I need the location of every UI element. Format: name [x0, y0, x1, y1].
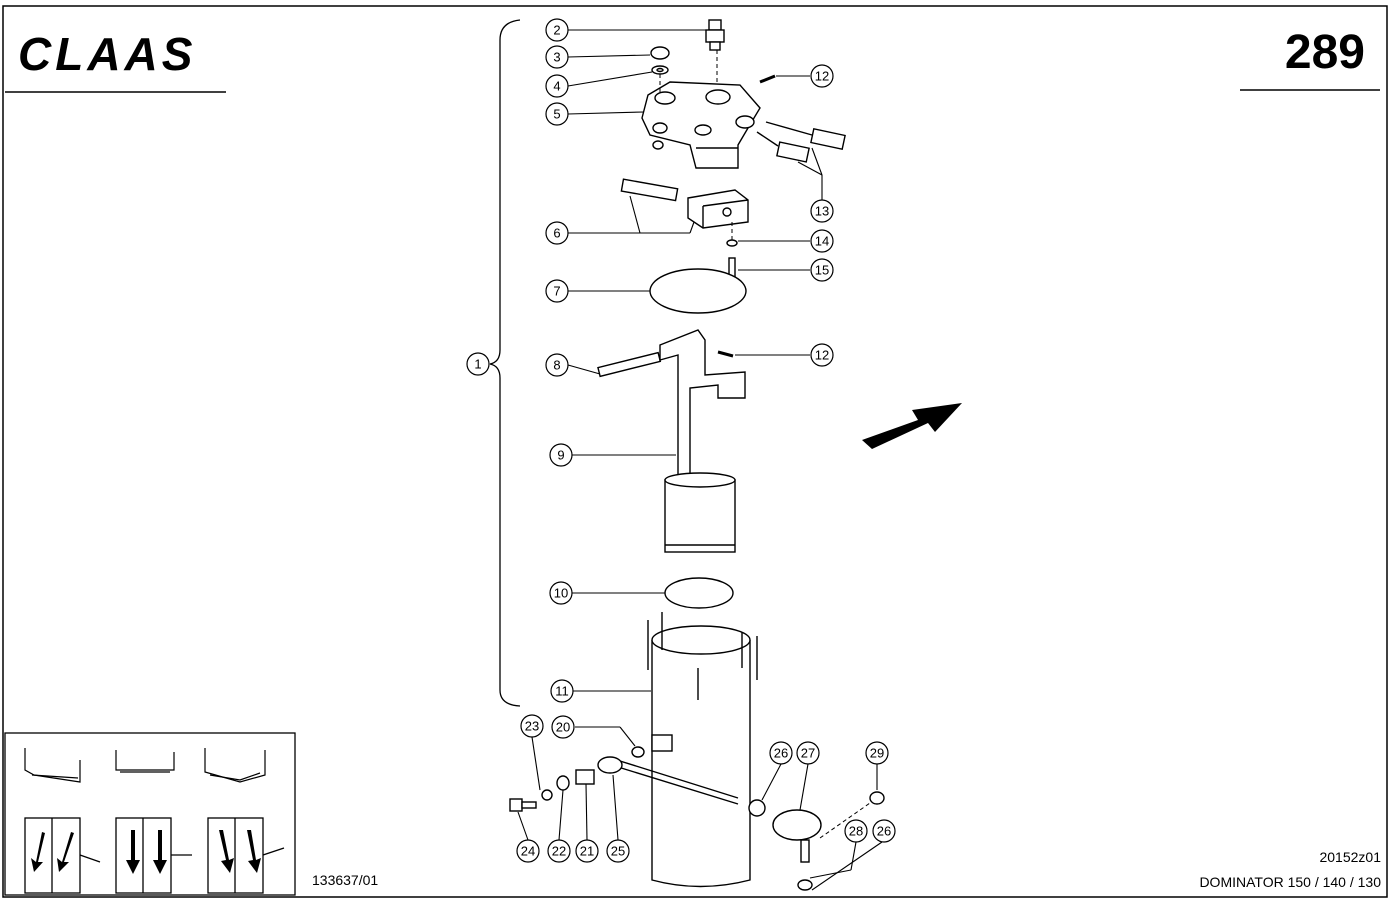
callout-circles	[466, 18, 896, 863]
assembly-bracket	[489, 19, 521, 707]
part-filter-head	[641, 81, 761, 169]
callout-label: 28	[849, 824, 863, 839]
callout-label: 5	[553, 107, 560, 122]
callout-label: 22	[552, 844, 566, 859]
direction-arrow	[862, 403, 962, 449]
callout-label: 21	[580, 844, 594, 859]
callout-label: 26	[774, 746, 788, 761]
callout-label: 13	[815, 204, 829, 219]
callout-label: 8	[553, 358, 560, 373]
page-border	[2, 5, 1388, 898]
part-o-ring-large	[649, 268, 747, 314]
callout-label: 3	[553, 50, 560, 65]
part-valve-block	[620, 178, 749, 229]
part-banjo	[772, 809, 822, 863]
part-filter-element	[659, 329, 746, 553]
callout-label: 24	[521, 844, 535, 859]
part-small-fitting	[631, 746, 645, 758]
part-washer-28	[797, 879, 813, 891]
part-pin-lower	[717, 350, 734, 358]
part-small-washer	[726, 239, 738, 247]
callout-label: 20	[556, 720, 570, 735]
callout-label: 7	[553, 284, 560, 299]
callout-label: 12	[815, 69, 829, 84]
axis-lines	[659, 50, 871, 839]
page-number: 289	[1285, 26, 1365, 79]
drawing-number: 133637/01	[312, 872, 378, 888]
callout-label: 26	[877, 824, 891, 839]
callout-label: 15	[815, 263, 829, 278]
callout-label: 6	[553, 226, 560, 241]
callout-label: 2	[553, 23, 560, 38]
callout-label: 11	[555, 684, 569, 699]
part-rod	[597, 351, 662, 378]
part-bleed-screw	[705, 19, 725, 51]
part-filter-bowl	[647, 612, 758, 888]
callout-label: 12	[815, 348, 829, 363]
part-cap-nut	[869, 791, 885, 805]
callout-label: 4	[553, 79, 560, 94]
part-nut	[650, 46, 670, 60]
arrow-glyphs	[31, 830, 261, 874]
part-sleeve	[575, 769, 595, 785]
callout-label: 1	[474, 357, 481, 372]
part-bolt-24	[509, 798, 537, 812]
exploded-parts	[509, 19, 885, 891]
callout-label: 27	[801, 746, 815, 761]
part-nut-26	[748, 799, 766, 817]
part-o-ring-small	[664, 577, 734, 609]
machine-config-legend	[4, 732, 296, 896]
brand-logo: CLAAS	[18, 28, 196, 80]
model-designation: DOMINATOR 150 / 140 / 130	[1199, 874, 1381, 890]
part-washer-22	[556, 775, 570, 791]
callout-label: 23	[525, 719, 539, 734]
part-unions	[756, 121, 846, 163]
part-long-bolt	[597, 756, 739, 805]
callout-numbers: 1 2 3 4 5 6 7 8 9 10 11 12 12 13 14 15 2…	[474, 23, 891, 859]
drive-direction-icons	[24, 817, 285, 894]
callout-label: 9	[557, 448, 564, 463]
part-pin-top	[759, 74, 776, 84]
figure-code: 20152z01	[1319, 849, 1381, 865]
callout-label: 29	[870, 746, 884, 761]
leader-lines	[517, 29, 883, 891]
callout-label: 25	[611, 844, 625, 859]
callout-label: 10	[554, 586, 568, 601]
part-washer-23	[541, 789, 553, 801]
header-type-icons	[24, 748, 266, 783]
callout-label: 14	[815, 234, 829, 249]
